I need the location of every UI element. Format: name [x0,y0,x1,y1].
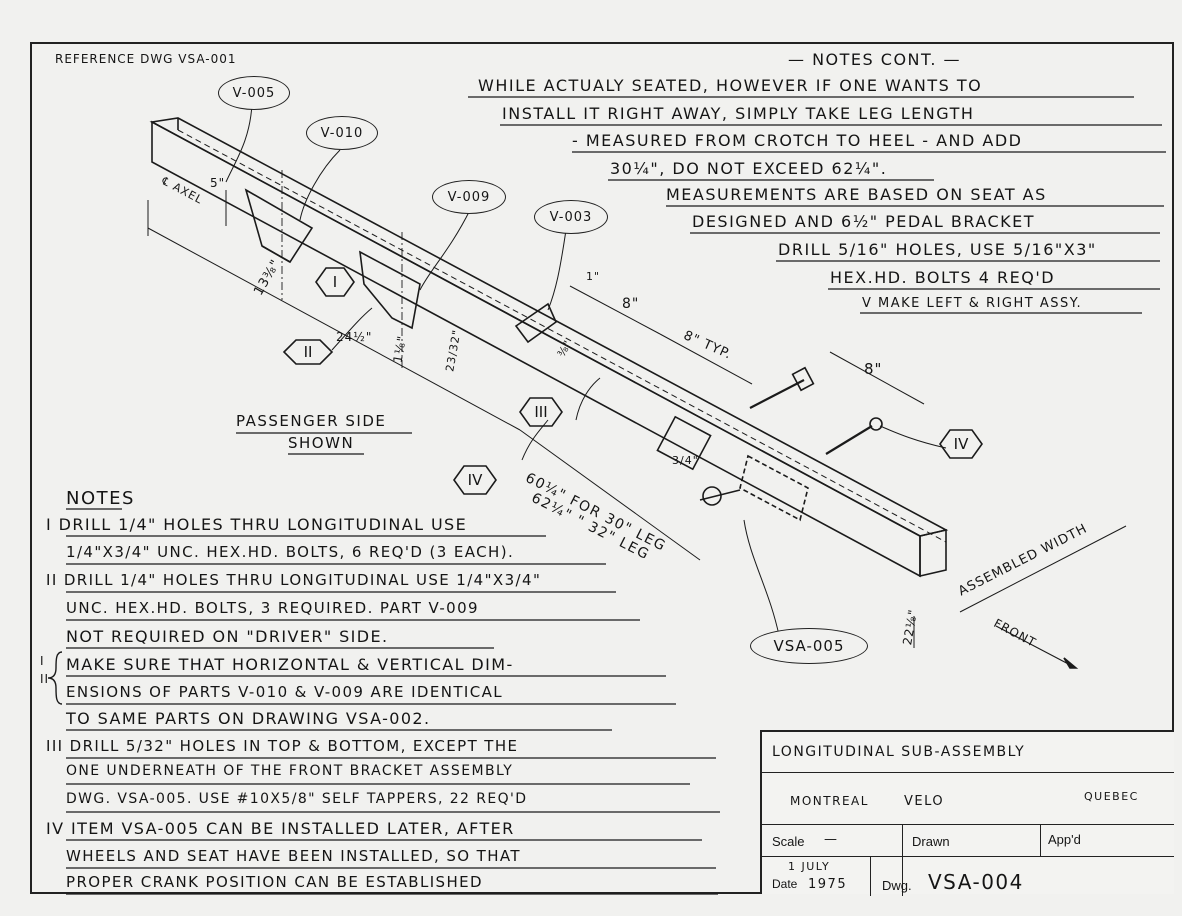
note-line: WHEELS AND SEAT HAVE BEEN INSTALLED, SO … [66,847,521,865]
hexagon-iv-right-shape [939,429,983,459]
hexagon-ii-label: II [303,343,313,361]
title-block-company-mid: VELO [904,794,945,809]
note-line: UNC. HEX.HD. BOLTS, 3 REQUIRED. PART V-0… [66,599,479,617]
dim-3-4: 3/4" [672,454,699,467]
hexagon-iii-label: III [534,403,548,421]
notes-cont-line: INSTALL IT RIGHT AWAY, SIMPLY TAKE LEG L… [502,104,975,123]
notes-cont-line: DESIGNED AND 6½" PEDAL BRACKET [692,212,1036,231]
notes-cont-line: 30¼", DO NOT EXCEED 62¼". [610,159,888,178]
drawn-label: Drawn [912,834,950,849]
drawing-border [30,42,1174,894]
notes-cont-line: HEX.HD. BOLTS 4 REQ'D [830,268,1056,287]
date-value-bottom: 1975 [808,877,848,892]
hexagon-i-label: I [332,273,338,291]
passenger-shown-label: SHOWN [288,434,355,452]
title-block: LONGITUDINAL SUB-ASSEMBLY MONTREAL VELO … [760,730,1174,896]
scale-label: Scale [772,834,805,849]
hexagon-iii-shape [519,397,563,427]
note-line: ONE UNDERNEATH OF THE FRONT BRACKET ASSE… [66,763,514,779]
notes-cont-line: - MEASURED FROM CROTCH TO HEEL - AND ADD [572,131,1023,150]
dim-1: 1" [586,270,601,283]
note-line: MAKE SURE THAT HORIZONTAL & VERTICAL DIM… [66,655,514,674]
dim-5: 5" [210,176,226,190]
callout-v009: V-009 [432,180,506,214]
note-line: TO SAME PARTS ON DRAWING VSA-002. [66,709,431,728]
note-line: ENSIONS OF PARTS V-010 & V-009 ARE IDENT… [66,683,504,701]
hexagon-iv-left-label: IV [467,471,483,489]
notes-cont-line: MEASUREMENTS ARE BASED ON SEAT AS [666,185,1047,204]
hexagon-i-shape [315,267,355,297]
note-line: PROPER CRANK POSITION CAN BE ESTABLISHED [66,873,483,891]
callout-v003: V-003 [534,200,608,234]
reference-drawing: REFERENCE DWG VSA-001 [55,52,237,66]
callout-v005: V-005 [218,76,290,110]
notes-cont-heading: — NOTES CONT. — [788,50,962,69]
tube-end-face [919,528,947,578]
notes-cont-line: WHILE ACTUALY SEATED, HOWEVER IF ONE WAN… [478,76,983,95]
callout-vsa005: VSA-005 [750,628,868,664]
callout-v010: V-010 [306,116,378,150]
date-label: Date [772,877,798,891]
note-brace-label: I II [40,654,50,686]
note-line: DWG. VSA-005. USE #10x5/8" SELF TAPPERS,… [66,791,528,807]
title-block-title: LONGITUDINAL SUB-ASSEMBLY [772,744,1026,760]
passenger-side-label: PASSENGER SIDE [236,412,387,430]
note-line: II DRILL 1/4" HOLES THRU LONGITUDINAL US… [46,571,542,589]
date-value-top: 1 JULY [788,860,831,873]
appd-label: App'd [1048,832,1081,847]
dim-24-1-2: 24½" [336,330,373,344]
notes-cont-line: V MAKE LEFT & RIGHT ASSY. [862,296,1083,311]
dim-8-a: 8" [622,296,640,312]
note-line: III DRILL 5/32" HOLES IN TOP & BOTTOM, E… [46,737,519,755]
scale-value: — [824,832,837,847]
notes-cont-line: DRILL 5/16" HOLES, USE 5/16"x3" [778,240,1097,259]
hexagon-iv-left-shape [453,465,497,495]
note-line: 1/4"x3/4" UNC. HEX.HD. BOLTS, 6 REQ'D (3… [66,543,515,561]
note-line: IV ITEM VSA-005 CAN BE INSTALLED LATER, … [46,819,515,838]
dwg-number: VSA-004 [928,870,1024,894]
title-block-company-right: QUEBEC [1084,790,1139,803]
title-block-company-left: MONTREAL [790,794,869,808]
notes-heading: NOTES [66,488,135,509]
hexagon-iv-right-label: IV [953,435,969,453]
dwg-label: Dwg. [882,878,912,893]
hexagon-ii-shape [282,339,334,365]
note-line: I DRILL 1/4" HOLES THRU LONGITUDINAL USE [46,515,468,534]
note-line: NOT REQUIRED ON "DRIVER" SIDE. [66,627,389,646]
dim-8-b: 8" [864,360,883,378]
